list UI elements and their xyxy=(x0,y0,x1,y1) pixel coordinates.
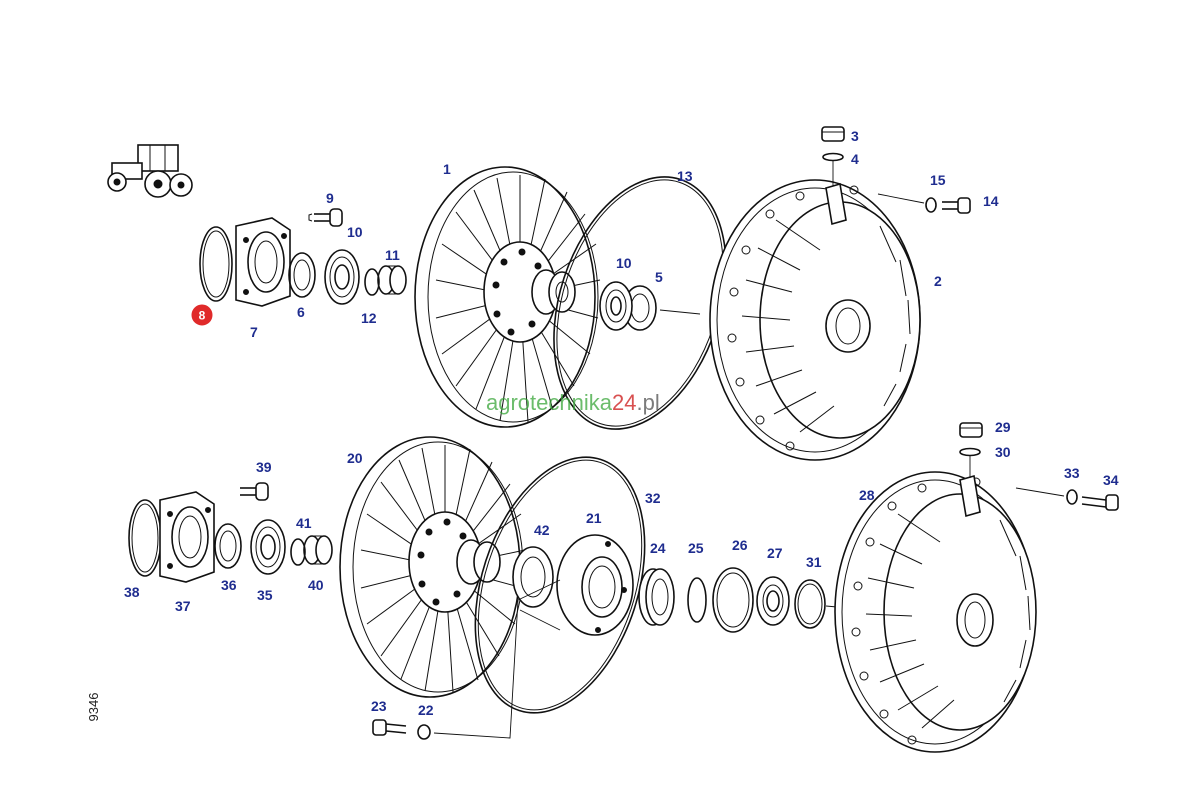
callout-23[interactable]: 23 xyxy=(371,698,387,714)
selected-part-marker[interactable]: 8 xyxy=(191,304,213,326)
callout-10-right[interactable]: 10 xyxy=(616,255,632,271)
callout-labels: 1 2 3 4 5 6 7 9 10 10 11 12 13 14 15 20 … xyxy=(124,128,1119,718)
callout-12[interactable]: 12 xyxy=(361,310,377,326)
part-22-washer[interactable] xyxy=(417,724,431,740)
callout-27[interactable]: 27 xyxy=(767,545,783,561)
part-28-pump-wheel[interactable] xyxy=(834,471,1037,753)
part-3-plug[interactable] xyxy=(821,126,845,142)
callout-1[interactable]: 1 xyxy=(443,161,451,177)
part-40-bushing[interactable] xyxy=(303,535,333,565)
part-29-plug[interactable] xyxy=(959,422,983,438)
part-24-roller-bearing[interactable] xyxy=(638,568,675,626)
callout-25[interactable]: 25 xyxy=(688,540,704,556)
callout-36[interactable]: 36 xyxy=(221,577,237,593)
part-25-snap-ring[interactable] xyxy=(687,577,707,623)
callout-2[interactable]: 2 xyxy=(934,273,942,289)
part-31-ring[interactable] xyxy=(794,579,826,629)
callout-11[interactable]: 11 xyxy=(385,247,400,263)
part-39-bolt[interactable] xyxy=(240,482,269,501)
callout-35[interactable]: 35 xyxy=(257,587,273,603)
callout-37[interactable]: 37 xyxy=(175,598,191,614)
callout-40[interactable]: 40 xyxy=(308,577,324,593)
callout-41[interactable]: 41 xyxy=(296,515,312,531)
callout-13[interactable]: 13 xyxy=(677,168,693,184)
part-8-gasket[interactable] xyxy=(199,226,233,302)
part-42-bearing[interactable] xyxy=(512,546,554,608)
part-37-housing[interactable] xyxy=(159,491,215,583)
watermark-text: agrotechnika24.pl xyxy=(486,390,660,415)
callout-26[interactable]: 26 xyxy=(732,537,748,553)
callout-3[interactable]: 3 xyxy=(851,128,859,144)
part-26-ring[interactable] xyxy=(712,567,754,633)
callout-29[interactable]: 29 xyxy=(995,419,1011,435)
callout-38[interactable]: 38 xyxy=(124,584,140,600)
part-27-bearing[interactable] xyxy=(756,576,790,626)
part-6-seal[interactable] xyxy=(288,252,316,298)
part-32-oring[interactable] xyxy=(445,435,675,734)
part-34-bolt[interactable] xyxy=(1081,494,1119,511)
callout-34[interactable]: 34 xyxy=(1103,472,1119,488)
callout-31[interactable]: 31 xyxy=(806,554,822,570)
callout-6[interactable]: 6 xyxy=(297,304,305,320)
callout-22[interactable]: 22 xyxy=(418,702,434,718)
part-12-circlip[interactable] xyxy=(364,268,380,296)
part-30-seal[interactable] xyxy=(959,447,981,457)
part-10-bearing-left[interactable] xyxy=(324,249,360,305)
drawing-reference: 9346 xyxy=(86,693,101,722)
part-38-gasket[interactable] xyxy=(128,499,162,577)
part-7-housing[interactable] xyxy=(235,217,291,307)
part-21-housing[interactable] xyxy=(556,534,634,636)
callout-20[interactable]: 20 xyxy=(347,450,363,466)
part-1-turbine[interactable] xyxy=(414,166,601,428)
callout-8[interactable]: 8 xyxy=(199,309,206,323)
tractor-icon xyxy=(107,144,193,198)
callout-7[interactable]: 7 xyxy=(250,324,258,340)
callout-30[interactable]: 30 xyxy=(995,444,1011,460)
part-20-turbine[interactable] xyxy=(339,436,526,698)
callout-21[interactable]: 21 xyxy=(586,510,602,526)
part-4-seal[interactable] xyxy=(822,152,844,162)
callout-5[interactable]: 5 xyxy=(655,269,663,285)
part-33-washer[interactable] xyxy=(1066,489,1078,505)
part-11-bushing[interactable] xyxy=(377,265,407,295)
callout-14[interactable]: 14 xyxy=(983,193,999,209)
part-23-bolt[interactable] xyxy=(372,719,407,736)
callout-28[interactable]: 28 xyxy=(859,487,875,503)
callout-42[interactable]: 42 xyxy=(534,522,550,538)
part-41-circlip[interactable] xyxy=(290,538,306,566)
part-14-bolt[interactable] xyxy=(942,197,971,214)
part-10-bearing-right[interactable] xyxy=(599,281,633,331)
callout-9[interactable]: 9 xyxy=(326,190,334,206)
part-9-bolt[interactable] xyxy=(308,208,343,227)
part-35-bearing[interactable] xyxy=(250,519,286,575)
part-15-washer[interactable] xyxy=(925,197,937,213)
callout-10-left[interactable]: 10 xyxy=(347,224,363,240)
callout-4[interactable]: 4 xyxy=(851,151,859,167)
callout-39[interactable]: 39 xyxy=(256,459,272,475)
callout-24[interactable]: 24 xyxy=(650,540,666,556)
part-36-seal[interactable] xyxy=(214,523,242,569)
part-2-pump-wheel[interactable] xyxy=(709,179,921,461)
callout-33[interactable]: 33 xyxy=(1064,465,1080,481)
callout-32[interactable]: 32 xyxy=(645,490,661,506)
callout-15[interactable]: 15 xyxy=(930,172,946,188)
